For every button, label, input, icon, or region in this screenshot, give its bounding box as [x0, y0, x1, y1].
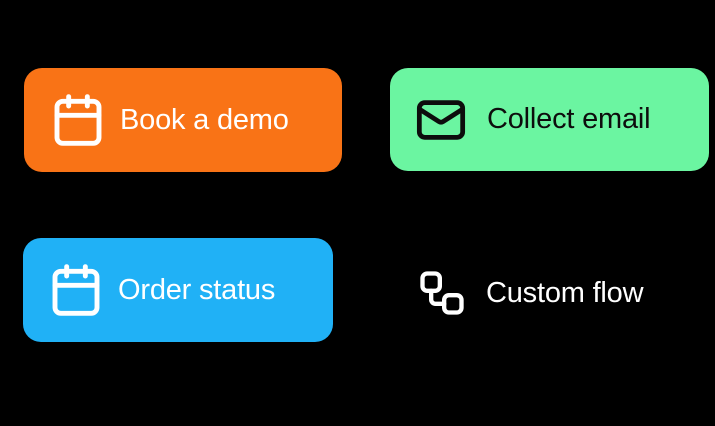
- mail-icon: [415, 94, 467, 146]
- button-label: Custom flow: [486, 276, 644, 309]
- collect-email-button[interactable]: Collect email: [390, 68, 709, 171]
- calendar-icon: [48, 262, 104, 318]
- button-label: Collect email: [487, 103, 651, 135]
- button-label: Order status: [118, 273, 276, 306]
- order-status-button[interactable]: Order status: [23, 238, 333, 342]
- custom-flow-button[interactable]: Custom flow: [416, 253, 644, 333]
- book-a-demo-button[interactable]: Book a demo: [24, 68, 342, 172]
- button-label: Book a demo: [120, 103, 289, 136]
- calendar-icon: [50, 92, 106, 148]
- workflow-icon: [416, 267, 468, 319]
